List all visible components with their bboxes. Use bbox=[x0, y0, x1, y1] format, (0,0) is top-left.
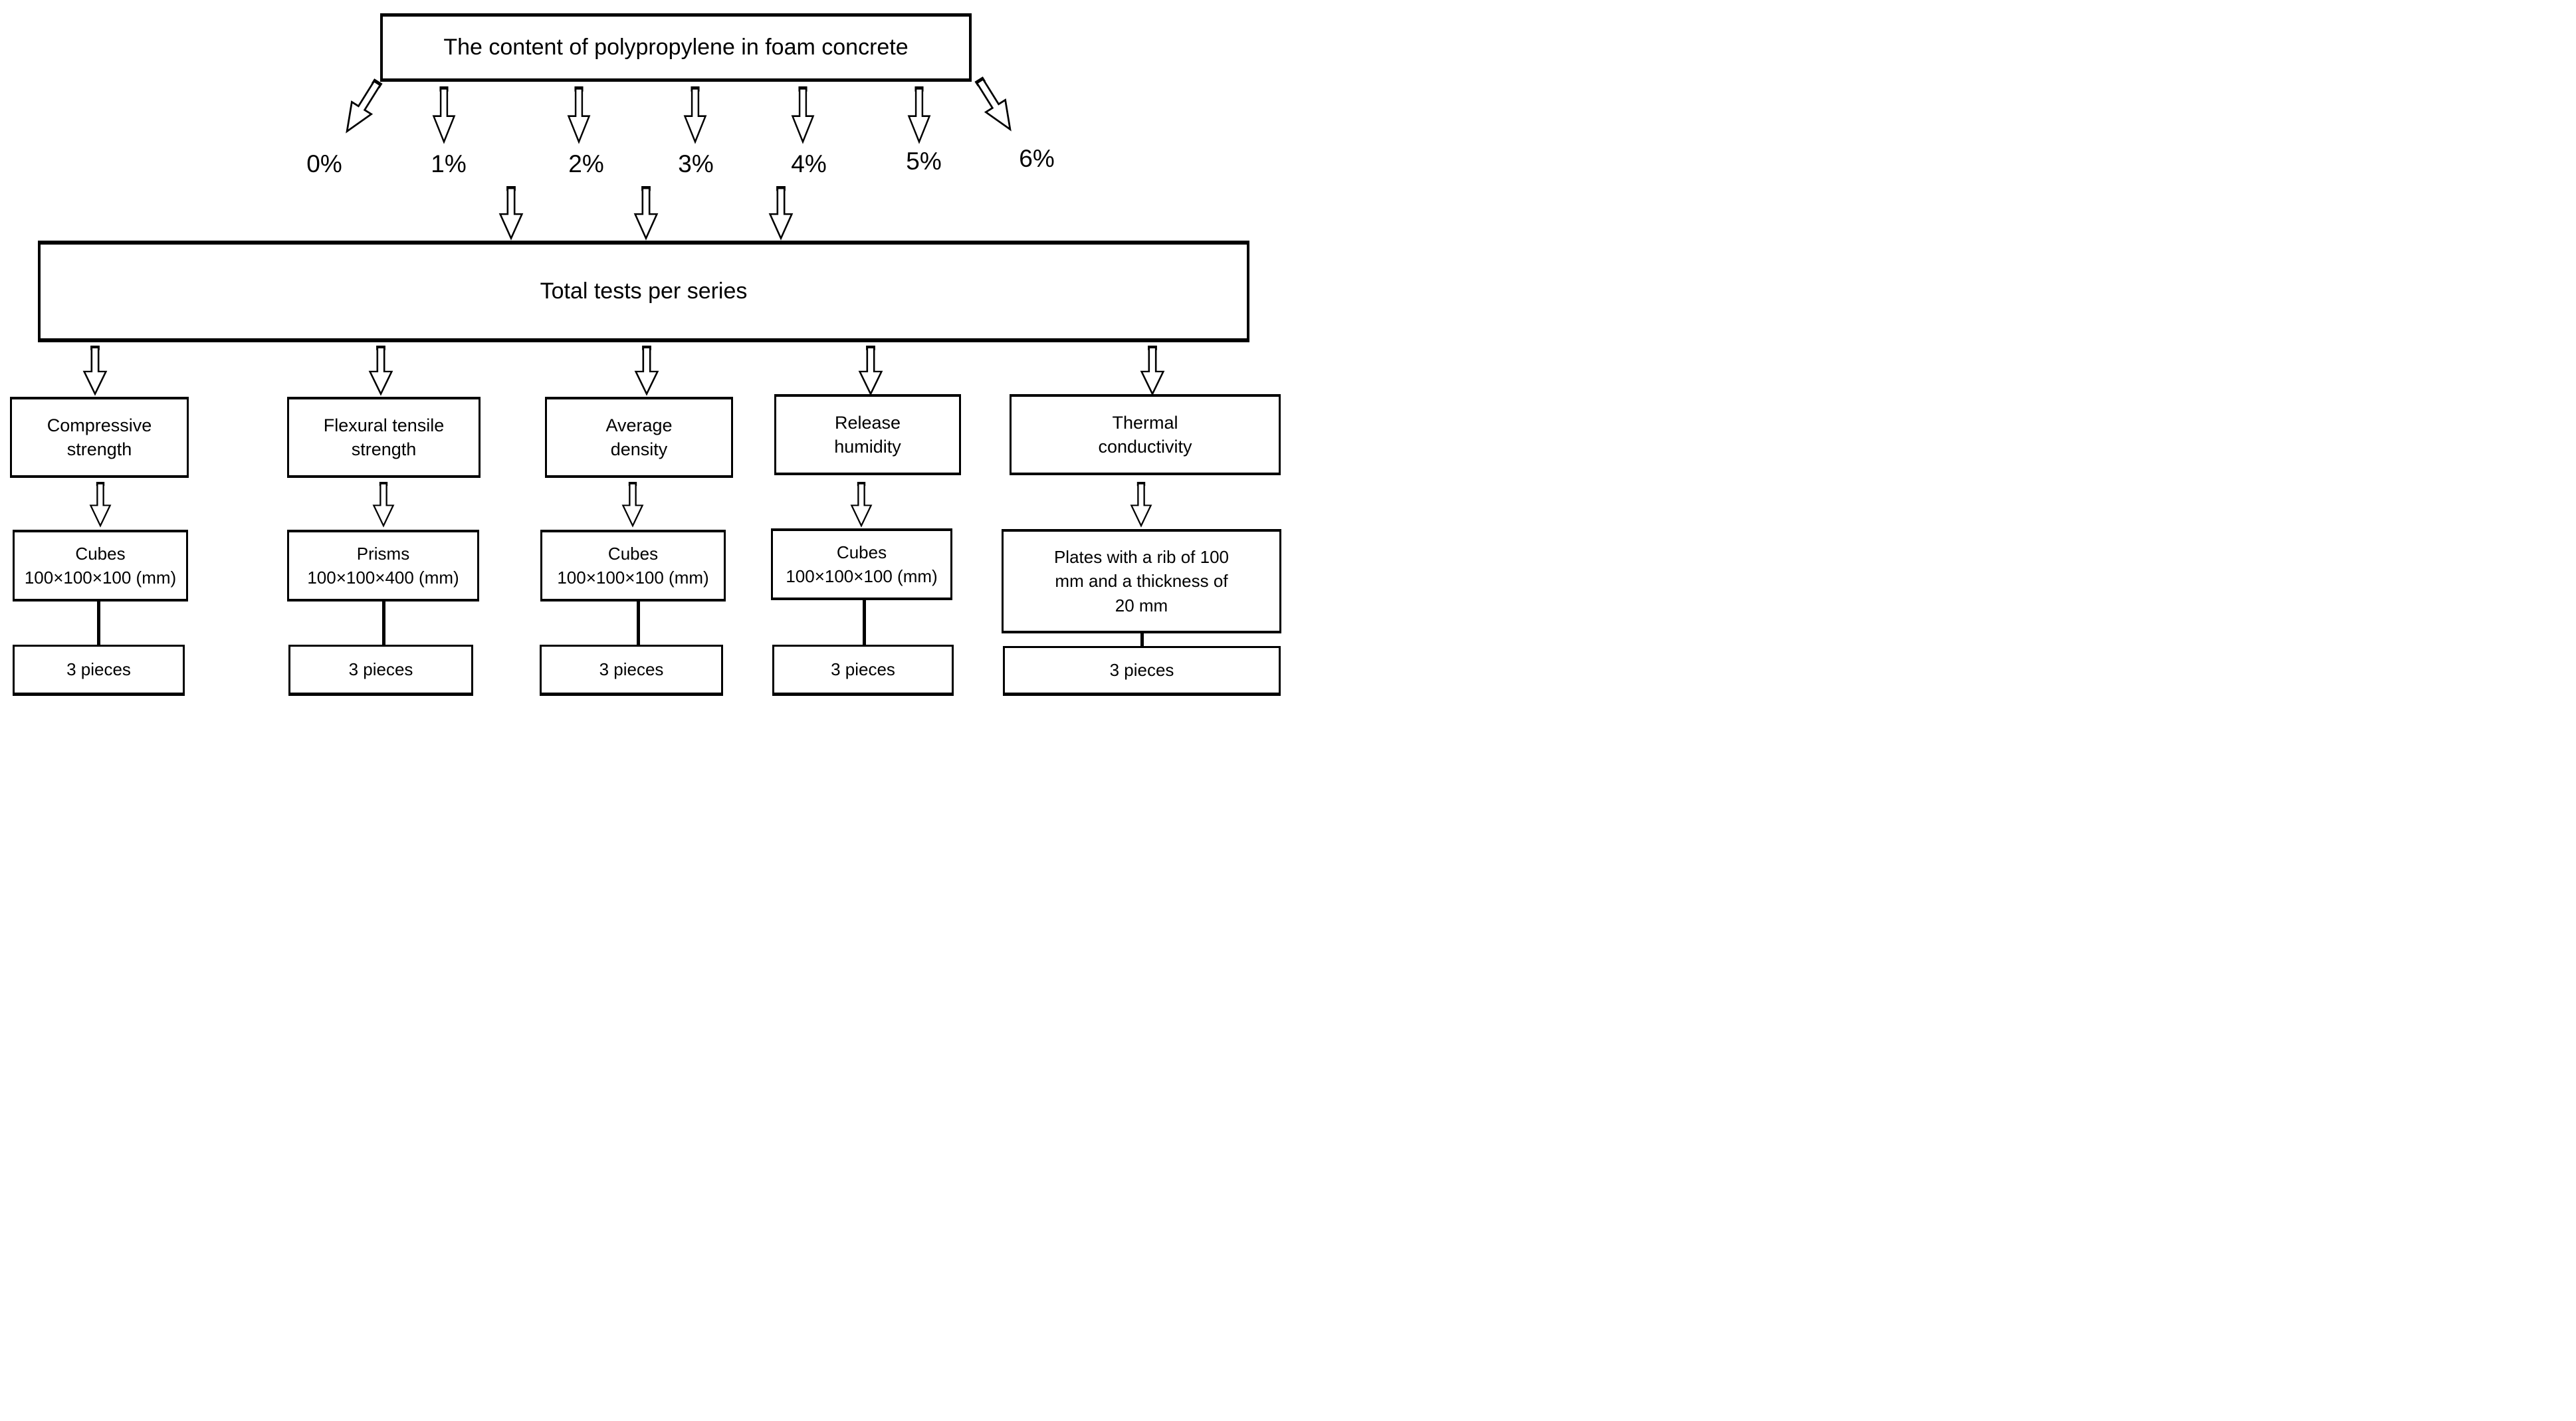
specimen-line: 100×100×400 (mm) bbox=[307, 568, 459, 588]
test-box-average-density: Average density bbox=[545, 397, 733, 478]
pieces-box: 3 pieces bbox=[288, 645, 473, 696]
specimen-line: 100×100×100 (mm) bbox=[24, 568, 177, 588]
percentage-label: 0% bbox=[306, 150, 342, 177]
percentage-label: 4% bbox=[791, 150, 827, 177]
down-arrow-icon bbox=[372, 482, 395, 528]
pieces-label: 3 pieces bbox=[831, 659, 895, 679]
down-arrow-icon bbox=[634, 346, 659, 396]
specimen-line: 100×100×100 (mm) bbox=[786, 566, 938, 586]
test-name-line: Average bbox=[605, 415, 673, 435]
test-box-thermal-conductivity: Thermal conductivity bbox=[1010, 394, 1281, 475]
percentage-label: 3% bbox=[678, 150, 714, 177]
pieces-box: 3 pieces bbox=[772, 645, 954, 696]
down-arrow-icon bbox=[368, 346, 393, 396]
specimen-box: Prisms 100×100×400 (mm) bbox=[287, 530, 479, 601]
pieces-label: 3 pieces bbox=[66, 659, 131, 679]
down-arrow-icon bbox=[791, 86, 815, 144]
test-name-line: Compressive bbox=[47, 415, 152, 435]
specimen-box: Cubes 100×100×100 (mm) bbox=[771, 528, 952, 600]
percentage-label: 5% bbox=[906, 148, 942, 175]
test-name-line: Release bbox=[834, 412, 901, 433]
specimen-line: 100×100×100 (mm) bbox=[557, 568, 709, 588]
down-arrow-icon bbox=[907, 86, 931, 144]
down-arrow-icon bbox=[768, 186, 794, 241]
specimen-line: Cubes bbox=[836, 542, 887, 562]
test-name-line: Flexural tensile bbox=[323, 415, 445, 435]
down-arrow-icon bbox=[633, 186, 659, 241]
connector-line bbox=[382, 600, 385, 645]
pieces-box: 3 pieces bbox=[13, 645, 185, 696]
specimen-line: Cubes bbox=[75, 543, 126, 564]
connector-line bbox=[863, 599, 866, 645]
percentage-label: 1% bbox=[431, 150, 467, 177]
specimen-box: Cubes 100×100×100 (mm) bbox=[13, 530, 188, 601]
diagonal-down-left-arrow-icon bbox=[346, 78, 383, 134]
specimen-line: Plates with a rib of 100 bbox=[1053, 546, 1230, 567]
test-name-line: strength bbox=[351, 439, 417, 459]
percentage-label: 2% bbox=[568, 150, 604, 177]
down-arrow-icon bbox=[432, 86, 456, 144]
down-arrow-icon bbox=[1140, 346, 1165, 396]
down-arrow-icon bbox=[567, 86, 591, 144]
flowchart-diagram: The content of polypropylene in foam con… bbox=[0, 0, 1288, 710]
specimen-line: Prisms bbox=[356, 543, 410, 564]
pieces-label: 3 pieces bbox=[1109, 660, 1174, 680]
test-name-line: strength bbox=[66, 439, 132, 459]
specimen-line: mm and a thickness of bbox=[1055, 571, 1228, 592]
title-text: The content of polypropylene in foam con… bbox=[443, 35, 909, 60]
pieces-label: 3 pieces bbox=[599, 659, 664, 679]
down-arrow-icon bbox=[858, 346, 883, 396]
pieces-box: 3 pieces bbox=[1003, 646, 1281, 696]
test-name-line: Thermal bbox=[1112, 412, 1178, 433]
connector-line bbox=[97, 600, 100, 645]
percentage-label: 6% bbox=[1019, 145, 1055, 172]
pieces-box: 3 pieces bbox=[540, 645, 723, 696]
down-arrow-icon bbox=[89, 482, 112, 528]
down-arrow-icon bbox=[498, 186, 524, 241]
test-box-flexural-tensile-strength: Flexural tensile strength bbox=[287, 397, 481, 478]
down-arrow-icon bbox=[621, 482, 644, 528]
test-box-compressive-strength: Compressive strength bbox=[10, 397, 189, 478]
test-name-line: conductivity bbox=[1098, 437, 1192, 457]
test-box-release-humidity: Release humidity bbox=[774, 394, 961, 475]
total-tests-label: Total tests per series bbox=[540, 278, 748, 304]
specimen-line: Cubes bbox=[607, 543, 659, 564]
down-arrow-icon bbox=[82, 346, 108, 396]
down-arrow-icon bbox=[850, 482, 873, 528]
total-tests-box: Total tests per series bbox=[38, 241, 1249, 342]
connector-line bbox=[637, 600, 640, 645]
connector-line bbox=[1140, 632, 1144, 646]
specimen-line: 20 mm bbox=[1115, 595, 1168, 615]
title-box: The content of polypropylene in foam con… bbox=[380, 13, 972, 82]
down-arrow-icon bbox=[1130, 482, 1152, 528]
specimen-box: Plates with a rib of 100 mm and a thickn… bbox=[1002, 529, 1281, 633]
test-name-line: humidity bbox=[834, 437, 901, 457]
down-arrow-icon bbox=[683, 86, 707, 144]
specimen-box: Cubes 100×100×100 (mm) bbox=[540, 530, 726, 601]
diagonal-down-right-arrow-icon bbox=[974, 76, 1012, 132]
pieces-label: 3 pieces bbox=[348, 659, 413, 679]
test-name-line: density bbox=[610, 439, 668, 459]
